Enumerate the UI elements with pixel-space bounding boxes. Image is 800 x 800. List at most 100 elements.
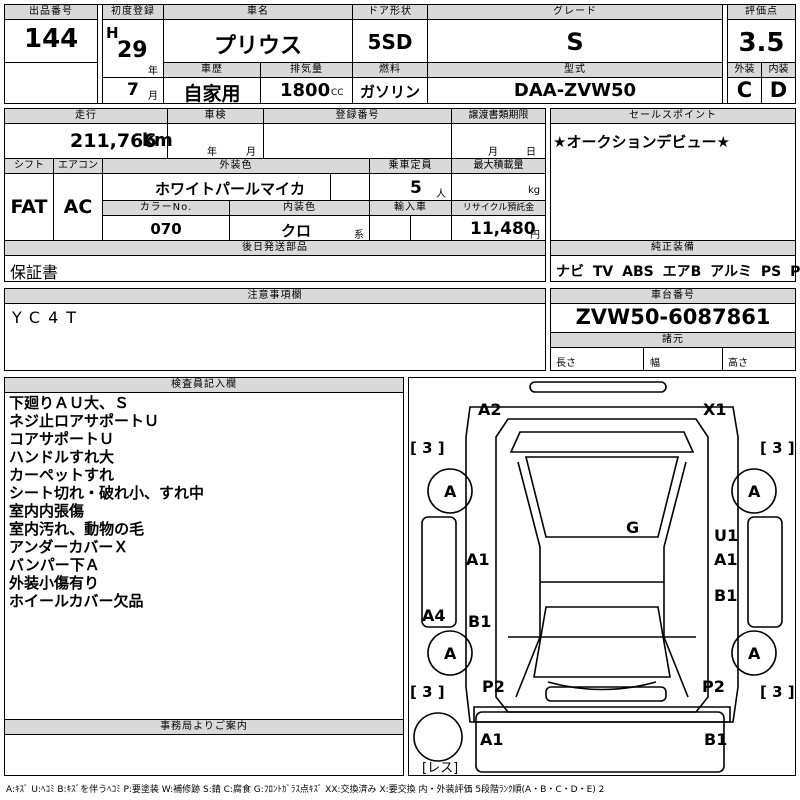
interior-rating-label: 内装 [761, 62, 796, 78]
interior-rating: D [769, 78, 788, 102]
legend-footer: A:ｷｽﾞ U:ﾍｺﾐ B:ｷｽﾞを伴うﾍｺﾐ P:要塗装 W:補修跡 S:錆 … [6, 785, 605, 795]
mark-rear-right-tire: A [748, 644, 761, 663]
note-line: バンパー下Ａ [9, 556, 100, 574]
car-name: プリウス [213, 34, 302, 59]
lot-blank-cell [4, 62, 98, 104]
exterior-rating: C [736, 78, 753, 102]
mark-rear-left: A1 [480, 730, 504, 749]
transfer-day-unit: 日 [526, 147, 536, 158]
color-number: 070 [150, 220, 182, 238]
spec-width-label: 幅 [650, 358, 660, 369]
inspector-notes-label: 検査員記入欄 [4, 377, 404, 393]
office-notice-label: 事務局よりご案内 [4, 719, 404, 735]
note-line: アンダーカバーＸ [9, 538, 129, 556]
rear-window-shape [533, 606, 671, 678]
note-line: ネジ止ロアサポートＵ [9, 412, 160, 430]
lot-number: 144 [24, 24, 79, 54]
later-parts: 保証書 [10, 263, 59, 282]
displacement: 1800 [280, 80, 331, 101]
model: DAA-ZVW50 [513, 80, 637, 101]
ac-label: エアコン [53, 158, 103, 174]
note-line: ホイールカバー欠品 [9, 592, 144, 610]
capacity-label: 乗車定員 [369, 158, 452, 174]
caution-text: YC4T [12, 308, 85, 327]
office-notice-cell [4, 734, 404, 776]
front-left-tire-shape [427, 468, 473, 514]
capacity-unit: 人 [436, 189, 446, 200]
mark-left-rocker: A4 [422, 606, 446, 625]
grade: S [566, 28, 584, 56]
sales-point-label: セールスポイント [550, 108, 796, 124]
displacement-unit: CC [331, 88, 344, 98]
interior-rating-cell [761, 77, 796, 104]
rear-right-tire-shape [731, 630, 777, 676]
recycle-deposit: 11,480 [470, 219, 536, 239]
max-load-label: 最大積載量 [451, 158, 546, 174]
mark-front-right-tire: A [748, 482, 761, 501]
exterior-color-label: 外装色 [102, 158, 370, 174]
spec-height-cell [722, 347, 796, 371]
spare-tire-shape [413, 712, 463, 762]
spec-label: 諸元 [550, 332, 796, 348]
hood-shape [509, 431, 695, 453]
shift: FAT [10, 196, 48, 218]
fuel: ガソリン [359, 83, 420, 101]
later-parts-label: 後日発送部品 [4, 240, 546, 256]
mark-front-left-tire: A [444, 482, 457, 501]
car-diagram-panel [408, 377, 796, 776]
mark-front-left: A2 [478, 400, 502, 419]
registration-month: 7 [127, 80, 139, 100]
transfer-month-unit: 月 [488, 147, 498, 158]
registration-number-cell [263, 123, 452, 159]
note-line: 室内内張傷 [9, 502, 85, 520]
tire-tread-rear-left: [ 3 ] [410, 683, 445, 701]
left-door-line [515, 461, 541, 698]
mark-right-front-door-u1: U1 [714, 526, 738, 545]
grade-label: グレード [427, 4, 723, 20]
trunk-curve [547, 681, 657, 691]
exterior-color: ホワイトパールマイカ [155, 180, 306, 198]
mark-right-rear-door: B1 [714, 586, 737, 605]
rear-left-tire-shape [427, 630, 473, 676]
ac: AC [63, 196, 93, 218]
note-line: コアサポートＵ [9, 430, 115, 448]
shift-label: シフト [4, 158, 54, 174]
front-right-tire-shape [731, 468, 777, 514]
inspection-month-unit: 月 [246, 147, 256, 158]
caution-cell [4, 303, 546, 371]
note-line: シート切れ・破れ小、すれ中 [9, 484, 205, 502]
tire-tread-front-right: [ 3 ] [760, 439, 795, 457]
spare-tire-label: [レス] [422, 761, 458, 776]
exterior-color-suffix-cell [330, 173, 370, 201]
rear-bumper-shape [545, 686, 667, 702]
genuine-equipment: ナビ TV ABS エアB アルミ PS PW [556, 264, 800, 280]
mileage: 211,766 [70, 130, 157, 152]
interior-color-unit: 系 [354, 230, 364, 241]
inspector-notes-list: 下廻りＡＵ大、Ｓ ネジ止ロアサポートＵ コアサポートＵ ハンドルすれ大 カーペッ… [9, 394, 399, 610]
registration-year: 29 [117, 38, 148, 63]
caution-label: 注意事項欄 [4, 288, 546, 304]
tire-tread-front-left: [ 3 ] [410, 439, 445, 457]
right-side-panel [747, 516, 783, 628]
door-type-label: ドア形状 [352, 4, 428, 20]
mark-front-right: X1 [703, 400, 726, 419]
interior-color-label: 内装色 [229, 200, 370, 216]
mark-right-rear-quarter: P2 [702, 677, 725, 696]
right-door-line [663, 461, 689, 698]
year-unit: 年 [148, 66, 158, 77]
mark-right-front-door-a1: A1 [714, 550, 738, 569]
model-cell [427, 77, 723, 104]
month-unit: 月 [148, 91, 158, 102]
inspection-year-unit: 年 [207, 147, 217, 158]
body-outline-shape [465, 406, 739, 723]
max-load-unit: kg [528, 185, 541, 196]
rear-panel-shape [473, 706, 731, 723]
left-side-panel [421, 516, 457, 628]
era-letter: H [106, 24, 119, 42]
genuine-equipment-cell [550, 255, 796, 282]
car-diagram: A2 X1 G U1 A1 A1 B1 A4 B1 P2 P2 A1 B1 A … [410, 381, 795, 776]
transfer-deadline-label: 譲渡書類期限 [451, 108, 546, 124]
mileage-unit: km [142, 130, 173, 151]
genuine-equipment-label: 純正装備 [550, 240, 796, 256]
later-parts-cell [4, 255, 546, 282]
